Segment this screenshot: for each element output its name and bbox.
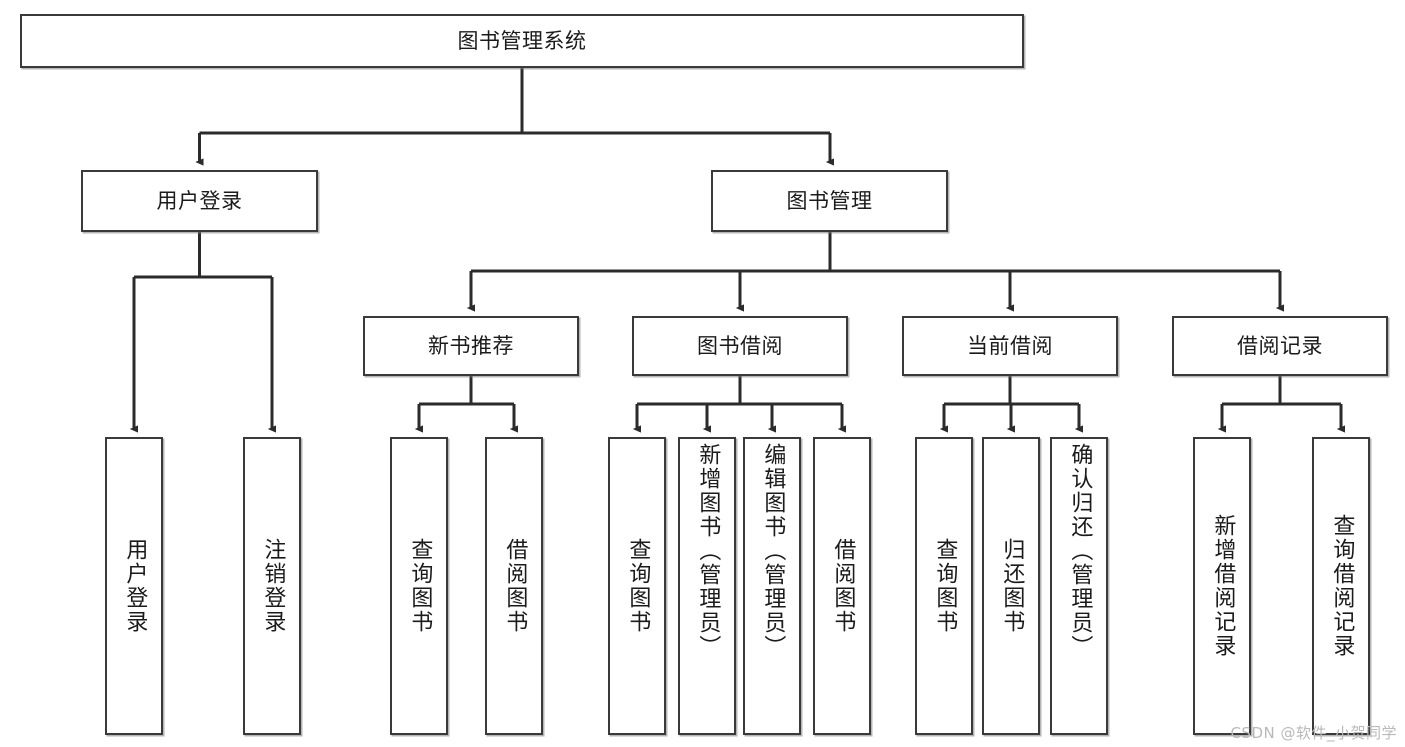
node-borrow-record-label: 借阅记录 [1237, 333, 1323, 358]
node-leaf-confirm-return-label: 确认归还（管理员） [1067, 443, 1093, 659]
node-book-borrow[interactable]: 图书借阅 [632, 316, 848, 376]
node-leaf-borrow-book-1[interactable]: 借阅图书 [485, 437, 543, 735]
node-leaf-query-book-1[interactable]: 查询图书 [390, 437, 448, 735]
node-root-system-label: 图书管理系统 [457, 28, 587, 53]
node-root-system[interactable]: 图书管理系统 [20, 14, 1024, 68]
watermark-text: CSDN @软件_小贺同学 [1230, 724, 1397, 742]
node-book-borrow-label: 图书借阅 [697, 333, 783, 358]
node-book-manage[interactable]: 图书管理 [711, 170, 948, 232]
node-leaf-borrow-book-1-label: 借阅图书 [502, 538, 528, 634]
node-leaf-user-login[interactable]: 用户登录 [105, 437, 163, 735]
node-leaf-user-login-label: 用户登录 [122, 538, 148, 634]
node-new-book-recommend-label: 新书推荐 [428, 333, 514, 358]
node-leaf-query-record-label: 查询借阅记录 [1329, 514, 1355, 658]
node-leaf-logout[interactable]: 注销登录 [243, 437, 301, 735]
node-leaf-return-book-label: 归还图书 [999, 538, 1025, 634]
node-leaf-edit-book[interactable]: 编辑图书（管理员） [743, 437, 801, 735]
node-leaf-confirm-return[interactable]: 确认归还（管理员） [1050, 437, 1108, 735]
node-leaf-logout-label: 注销登录 [260, 538, 286, 634]
node-book-manage-label: 图书管理 [786, 188, 873, 213]
node-user-login[interactable]: 用户登录 [81, 170, 318, 232]
node-leaf-add-record[interactable]: 新增借阅记录 [1193, 437, 1251, 735]
node-leaf-query-book-3-label: 查询图书 [932, 538, 958, 634]
node-new-book-recommend[interactable]: 新书推荐 [363, 316, 579, 376]
node-leaf-borrow-book-2[interactable]: 借阅图书 [813, 437, 871, 735]
node-leaf-add-book-label: 新增图书（管理员） [695, 443, 721, 659]
node-leaf-add-record-label: 新增借阅记录 [1210, 514, 1236, 658]
node-leaf-return-book[interactable]: 归还图书 [982, 437, 1040, 735]
node-leaf-borrow-book-2-label: 借阅图书 [830, 538, 856, 634]
node-current-borrow[interactable]: 当前借阅 [902, 316, 1118, 376]
node-leaf-edit-book-label: 编辑图书（管理员） [760, 443, 786, 659]
node-leaf-query-book-2[interactable]: 查询图书 [608, 437, 666, 735]
node-leaf-add-book[interactable]: 新增图书（管理员） [678, 437, 736, 735]
node-leaf-query-book-1-label: 查询图书 [407, 538, 433, 634]
node-user-login-label: 用户登录 [156, 188, 243, 213]
node-leaf-query-book-2-label: 查询图书 [625, 538, 651, 634]
node-borrow-record[interactable]: 借阅记录 [1172, 316, 1388, 376]
node-leaf-query-book-3[interactable]: 查询图书 [915, 437, 973, 735]
node-leaf-query-record[interactable]: 查询借阅记录 [1312, 437, 1370, 735]
node-current-borrow-label: 当前借阅 [967, 333, 1053, 358]
